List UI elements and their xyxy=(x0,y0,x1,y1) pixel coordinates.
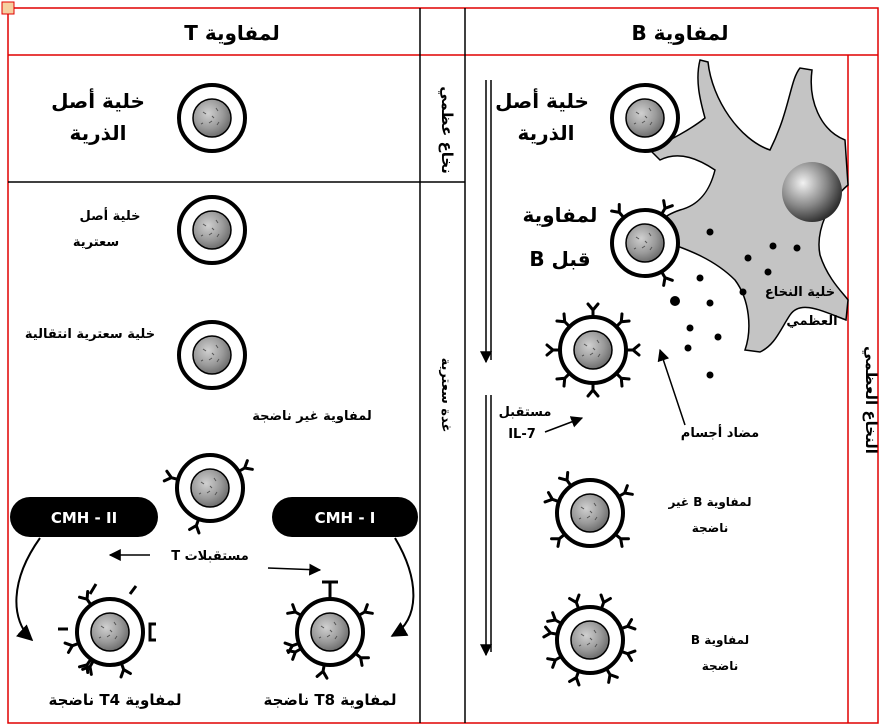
stromal-label-2: العظمي xyxy=(786,314,837,329)
t-receptors-arrow-right xyxy=(267,563,322,576)
b-stem-label-1: خلية أصل xyxy=(495,87,589,113)
b-column-header: لمفاوية B xyxy=(631,21,728,45)
thymic-stem-label-2: سعترية xyxy=(73,235,119,250)
immature-b-cell xyxy=(543,470,634,548)
stromal-cell xyxy=(648,59,849,353)
pre-b-cell xyxy=(610,199,680,306)
bone-marrow-right-label: النخاع العظمي xyxy=(862,346,880,454)
il7-receptor-arrow xyxy=(544,416,584,433)
b-stem-label-2: الذرية xyxy=(517,121,574,145)
cmh2-arrow xyxy=(15,537,41,642)
antibodies-label: مضاد أجسام xyxy=(681,424,759,441)
t-column-header: لمفاوية T xyxy=(184,21,280,45)
immature-b-label-1: لمفاوية B غير xyxy=(667,495,751,510)
transitional-thymic-cell xyxy=(177,320,247,390)
corner-mark xyxy=(1,1,15,15)
mature-t4-cell xyxy=(58,583,156,679)
t-stem-cell-label-1: خلية أصل xyxy=(51,87,145,113)
cmh2-label: CMH - II xyxy=(51,509,117,527)
antibodies-arrow xyxy=(657,348,686,426)
cmh1-box xyxy=(272,497,418,537)
il7-receptor-label-1: مستقبل xyxy=(499,405,552,420)
mature-t8-cell xyxy=(283,580,374,680)
il7-receptor-label-2: IL-7 xyxy=(508,427,536,442)
t4-mature-label: لمفاوية T4 ناضجة xyxy=(49,691,182,709)
cmh2-box xyxy=(10,497,158,537)
thymic-stem-label-1: خلية أصل xyxy=(79,207,140,224)
pre-b-label-1: لمفاوية xyxy=(523,203,598,227)
t-receptors-label: مستقبلات T xyxy=(171,549,249,564)
b-cell-with-antibodies xyxy=(545,302,641,398)
thymic-stem-cell xyxy=(177,195,247,265)
t8-mature-label: لمفاوية T8 ناضجة xyxy=(264,691,397,709)
mature-b-cell xyxy=(542,593,637,687)
mature-b-label-1: لمفاوية B xyxy=(691,633,749,648)
cmh1-arrow xyxy=(390,537,415,637)
immature-t-label: لمفاوية غير ناضجة xyxy=(252,409,372,424)
outer-frame xyxy=(7,7,879,724)
immature-t-cell xyxy=(162,453,254,535)
stromal-label-1: خلية النخاع xyxy=(765,285,835,300)
immature-b-label-2: ناضجة xyxy=(692,521,729,535)
pre-b-label-2: قبل B xyxy=(529,247,590,271)
cmh1-label: CMH - I xyxy=(315,509,376,527)
thymus-side-label: غدة سعترية xyxy=(438,358,453,433)
t-stem-cell xyxy=(177,83,247,153)
b-stem-cell xyxy=(610,83,680,153)
mature-b-label-2: ناضجة xyxy=(702,659,739,673)
stromal-nucleus xyxy=(782,162,842,222)
il7-dots xyxy=(684,228,801,379)
transitional-label: خلية سعترية انتقالية xyxy=(25,327,155,342)
bone-marrow-side-label: نخاع عظمي xyxy=(438,86,456,174)
t-stem-cell-label-2: الذرية xyxy=(69,121,126,145)
